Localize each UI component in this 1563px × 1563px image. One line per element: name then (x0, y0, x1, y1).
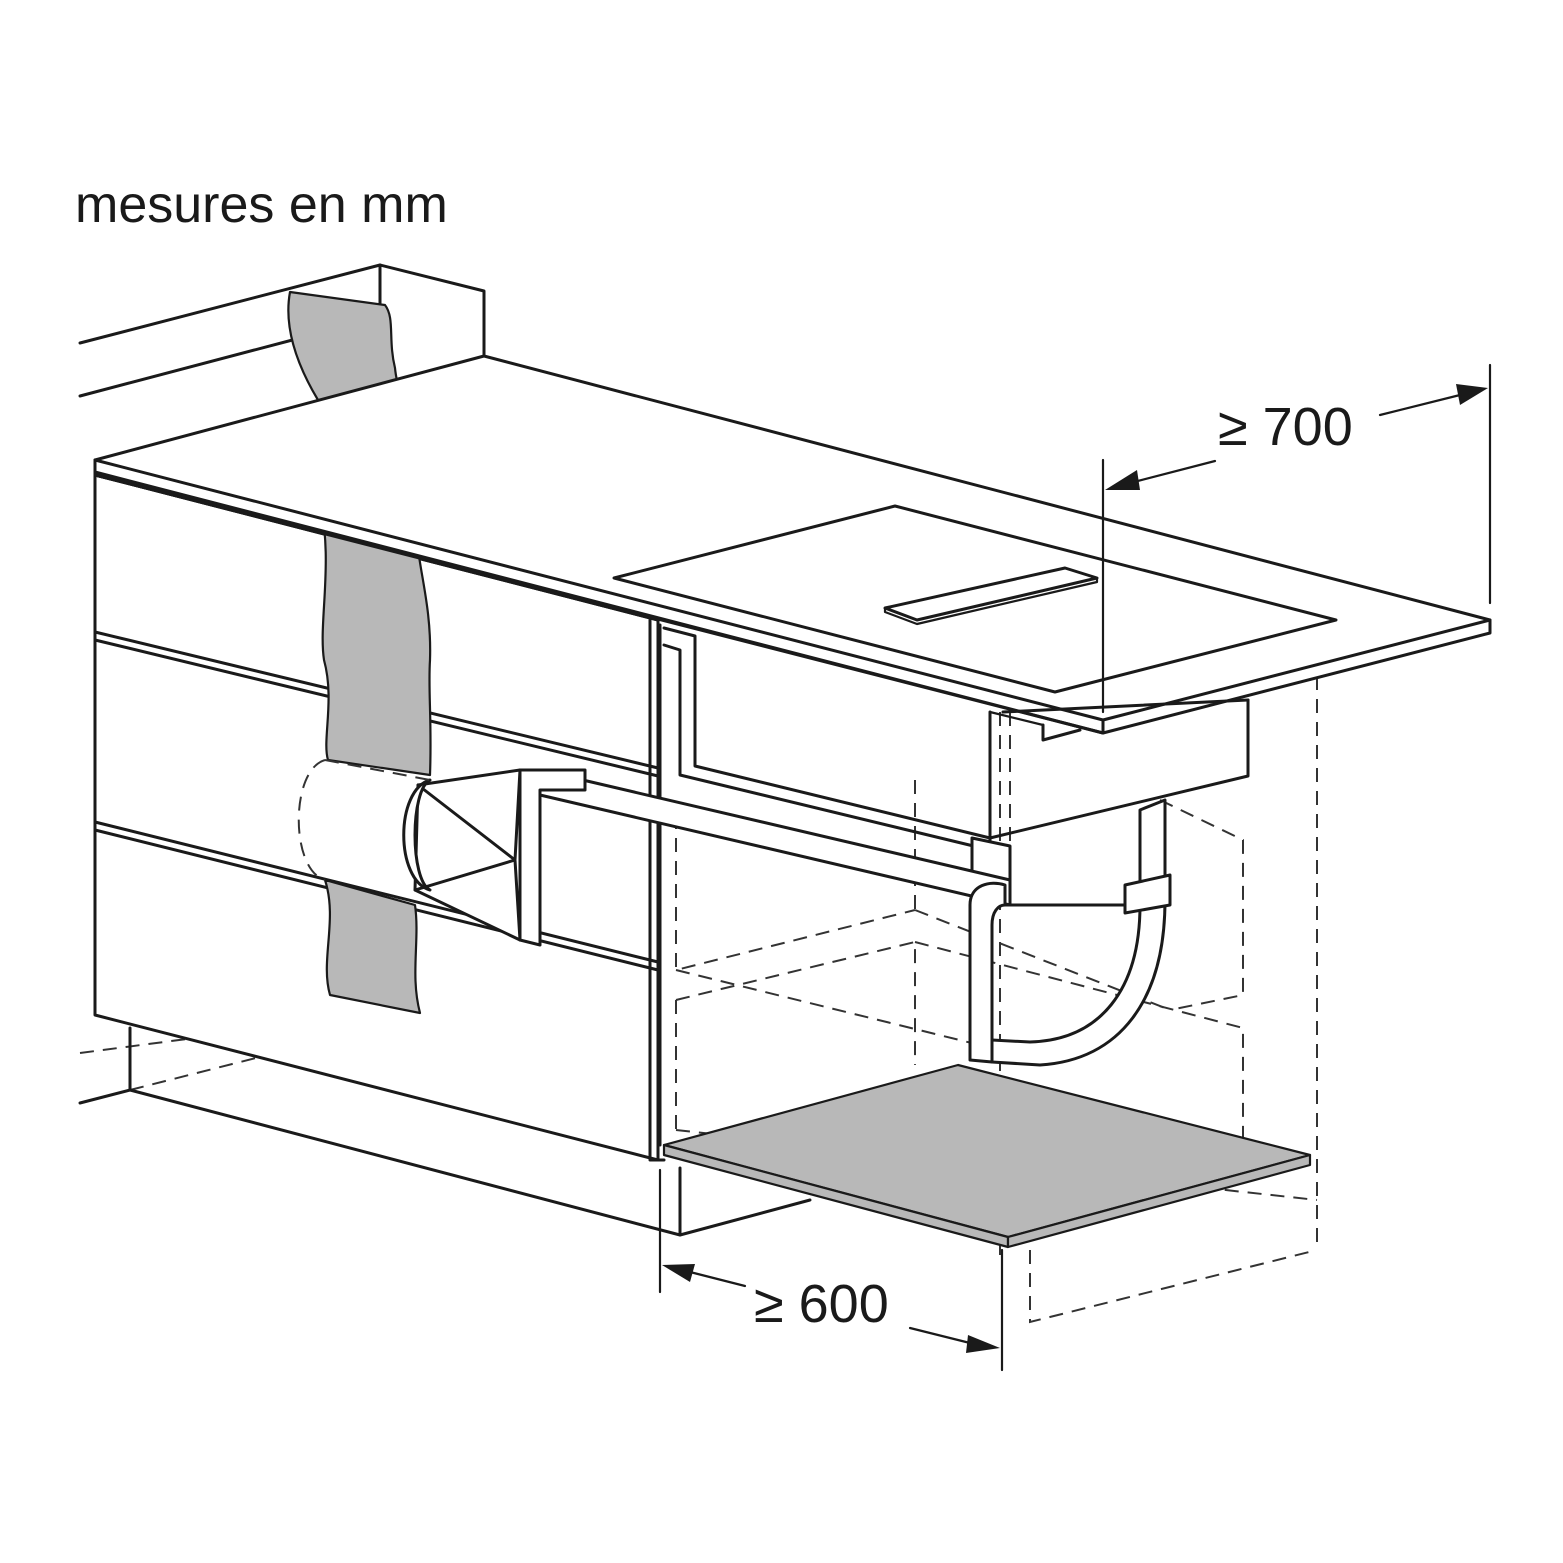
bottom-panel (662, 1063, 1312, 1249)
units-note: mesures en mm (75, 176, 448, 234)
back-wall (78, 263, 486, 1105)
dimension-label-600: ≥ 600 (754, 1274, 889, 1334)
duct-system (297, 759, 1172, 1067)
wall-section-lower (323, 878, 422, 1015)
worktop (93, 354, 1492, 735)
dimension-label-700: ≥ 700 (1218, 397, 1353, 457)
cooktop (612, 504, 1338, 694)
dimension-700: ≥ 700 (1101, 363, 1492, 714)
dimension-600: ≥ 600 (658, 1168, 1004, 1372)
